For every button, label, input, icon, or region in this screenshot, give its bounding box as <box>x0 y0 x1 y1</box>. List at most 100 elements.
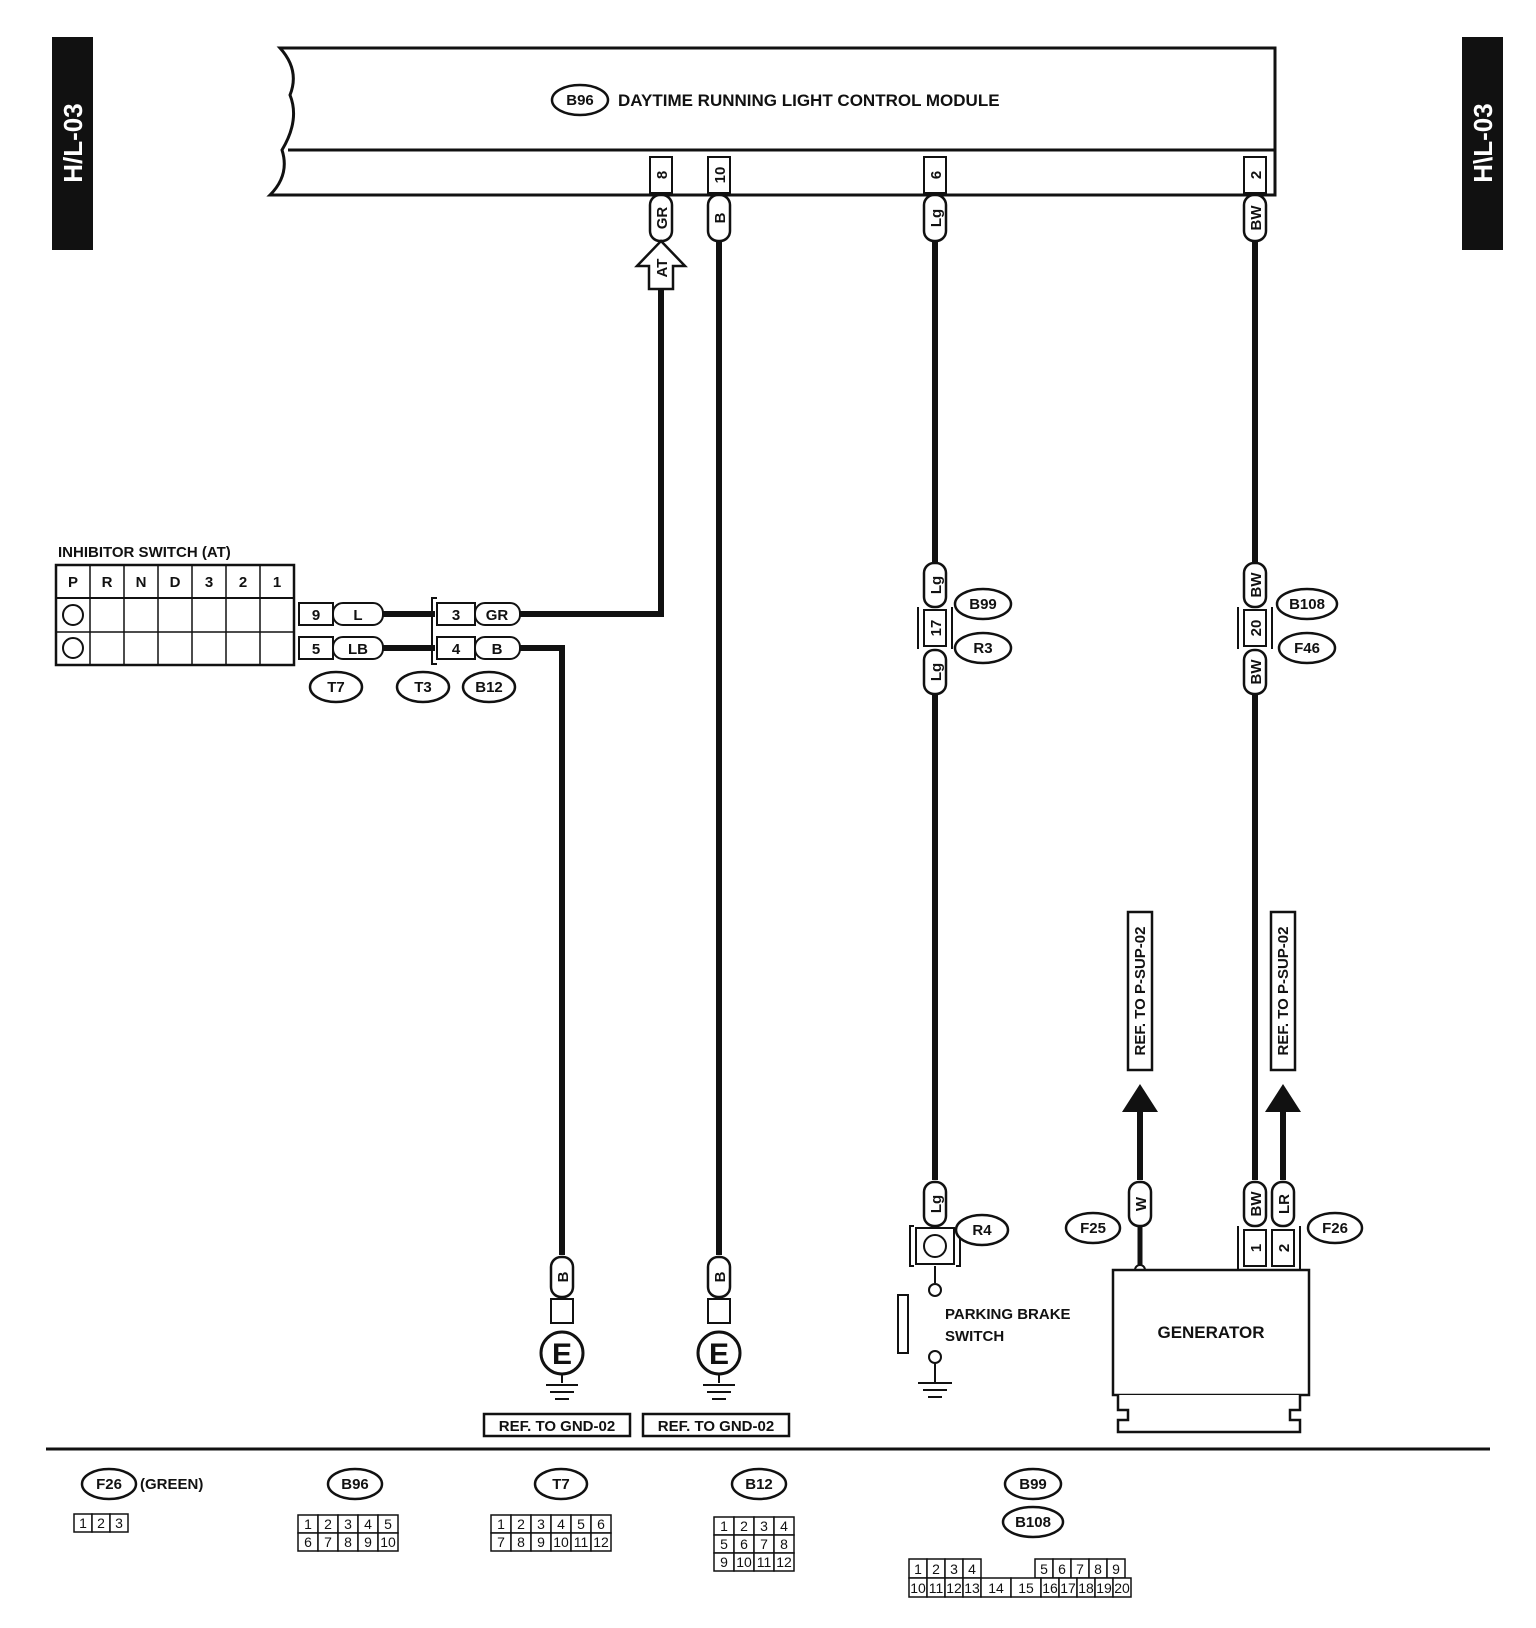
b96-pin: 4 <box>364 1516 372 1532</box>
b99-bottom-pin: 13 <box>964 1580 980 1596</box>
pin2-wire-color: BW <box>1248 205 1265 231</box>
bw-connector: BW 20 BW B108 F46 <box>1237 561 1339 696</box>
b96-pin: 7 <box>324 1534 332 1550</box>
ref-arrow-right <box>1265 1084 1301 1112</box>
b99-bottom-pin: 15 <box>1018 1580 1034 1596</box>
f26-pin: 3 <box>115 1515 123 1531</box>
b99-bottom-pin: 20 <box>1114 1580 1130 1596</box>
code-f26: F26 <box>1322 1220 1348 1237</box>
view-t7-code: T7 <box>552 1476 570 1493</box>
generator-label: GENERATOR <box>1157 1323 1264 1342</box>
b12-pin: 3 <box>760 1518 768 1534</box>
b99-top-pin: 4 <box>968 1561 976 1577</box>
inhibitor-codes: T7 T3 B12 <box>308 670 517 704</box>
gen-pin2-color: LR <box>1276 1194 1293 1214</box>
code-r4: R4 <box>972 1222 992 1239</box>
position-1: 1 <box>273 574 281 591</box>
t7-pin: 12 <box>593 1534 609 1550</box>
left-tab-label: H/L-03 <box>58 103 88 182</box>
position-d: D <box>170 574 181 591</box>
b99-bottom-pin: 19 <box>1096 1580 1112 1596</box>
b12-pin: 8 <box>780 1536 788 1552</box>
ground-2-wire: B <box>712 1271 729 1282</box>
b12-pin: 1 <box>720 1518 728 1534</box>
switch-label-2: SWITCH <box>945 1328 1004 1345</box>
b96-pin: 8 <box>344 1534 352 1550</box>
b99-bottom-pin: 17 <box>1060 1580 1076 1596</box>
lg-lower-color: Lg <box>928 663 945 681</box>
b99-top-pin: 8 <box>1094 1561 1102 1577</box>
gen-pin2: 2 <box>1276 1244 1293 1252</box>
b99-top-pin: 1 <box>914 1561 922 1577</box>
b96-pin: 1 <box>304 1516 312 1532</box>
code-t7: T7 <box>327 679 345 696</box>
gen-ref-right: REF. TO P-SUP-02 <box>1275 927 1292 1056</box>
gen-pin1-color: BW <box>1248 1191 1265 1217</box>
t7-wire-lb: LB <box>348 641 368 658</box>
code-f46: F46 <box>1294 640 1320 657</box>
code-f25: F25 <box>1080 1220 1106 1237</box>
b99-top-pin: 3 <box>950 1561 958 1577</box>
b99-bottom-pin: 18 <box>1078 1580 1094 1596</box>
module-wire-tags: GR B Lg BW <box>648 193 1268 243</box>
t7-pin: 1 <box>497 1516 505 1532</box>
b99-bottom-pin: 14 <box>988 1580 1004 1596</box>
module-code: B96 <box>566 92 594 109</box>
position-2: 2 <box>239 574 247 591</box>
t7-pin: 7 <box>497 1534 505 1550</box>
b99-bottom-pin: 11 <box>929 1580 944 1596</box>
b12-pin: 6 <box>740 1536 748 1552</box>
contact-circle-2 <box>62 637 84 659</box>
code-b108: B108 <box>1289 596 1325 613</box>
module-pin-10: 10 <box>712 167 729 184</box>
pin10-wire-color: B <box>712 212 729 223</box>
t7-pin-5: 5 <box>312 641 320 658</box>
b12-pin: 4 <box>780 1518 788 1534</box>
module-pin-8: 8 <box>654 171 671 179</box>
b12-pin-4: 4 <box>452 641 461 658</box>
position-p: P <box>68 574 78 591</box>
switch-label-1: PARKING BRAKE <box>945 1306 1071 1323</box>
b99-top-pin: 5 <box>1040 1561 1048 1577</box>
control-module: B96 DAYTIME RUNNING LIGHT CONTROL MODULE… <box>266 46 1277 197</box>
t7-pin: 11 <box>574 1534 589 1550</box>
pin8-wire-color: GR <box>654 207 671 230</box>
b12-pin-3: 3 <box>452 607 460 624</box>
view-b12-code: B12 <box>745 1476 773 1493</box>
at-arrow-label: AT <box>654 259 671 278</box>
b99-top-pin: 7 <box>1076 1561 1084 1577</box>
view-f26-code: F26 <box>96 1476 122 1493</box>
b12-cell <box>773 1552 795 1572</box>
contact-circle-1 <box>62 604 84 626</box>
b12-pin: 10 <box>736 1554 752 1570</box>
code-r3: R3 <box>973 640 992 657</box>
position-3: 3 <box>205 574 213 591</box>
ground-1: B E REF. TO GND-02 <box>482 1255 632 1438</box>
inhibitor-switch: INHIBITOR SWITCH (AT) P R N D 3 2 1 <box>54 544 296 667</box>
b12-wire-b: B <box>492 641 503 658</box>
bw-pin: 20 <box>1248 620 1265 637</box>
gen-ref-left: REF. TO P-SUP-02 <box>1132 927 1149 1056</box>
ground-2: B E REF. TO GND-02 <box>641 1255 791 1438</box>
t7-pin: 3 <box>537 1516 545 1532</box>
b99-top-pin: 2 <box>932 1561 940 1577</box>
b12-wire-gr: GR <box>486 607 509 624</box>
code-b99: B99 <box>969 596 997 613</box>
wires <box>383 241 1286 1255</box>
b96-pin: 9 <box>364 1534 372 1550</box>
f26-cell <box>109 1513 129 1533</box>
lg-connector: Lg 17 Lg B99 R3 <box>917 561 1013 696</box>
t7-wire-l: L <box>353 607 362 624</box>
f26-pin: 1 <box>79 1515 87 1531</box>
t7-connector: 9 L 5 LB <box>298 602 384 660</box>
t7-cell <box>590 1532 612 1552</box>
view-b99-code: B99 <box>1019 1476 1047 1493</box>
b99-top-pin: 6 <box>1058 1561 1066 1577</box>
b96-pin: 6 <box>304 1534 312 1550</box>
b12-pin: 2 <box>740 1518 748 1534</box>
t7-pin: 10 <box>553 1534 569 1550</box>
code-t3: T3 <box>414 679 432 696</box>
